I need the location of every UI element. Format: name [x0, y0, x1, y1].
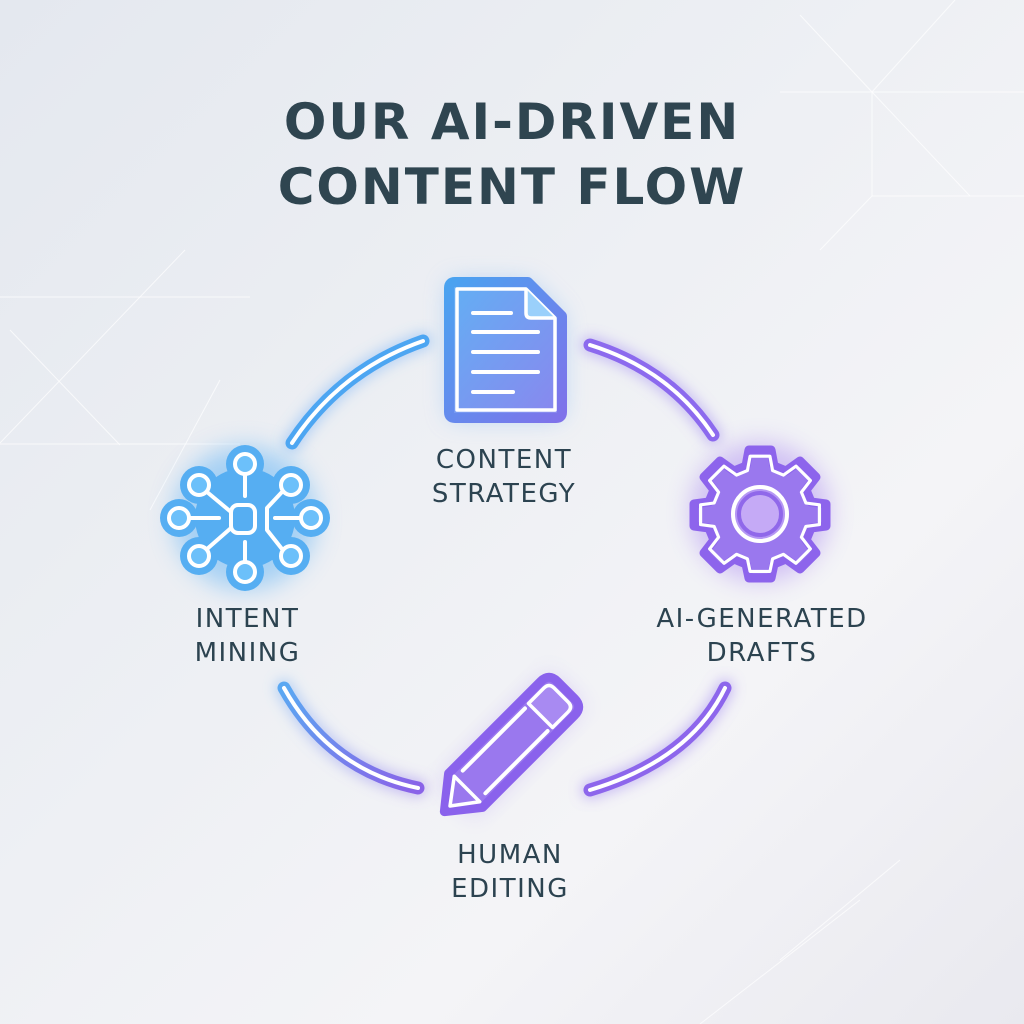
- label-line: INTENT: [195, 604, 300, 634]
- step-content-strategy-label: CONTENT STRATEGY: [404, 443, 604, 511]
- step-intent-mining-label: INTENT MINING: [165, 602, 330, 670]
- title-line-2: CONTENT FLOW: [277, 158, 747, 216]
- page-title: OUR AI-DRIVEN CONTENT FLOW: [0, 90, 1024, 220]
- document-icon: [444, 277, 567, 423]
- label-line: DRAFTS: [706, 638, 818, 668]
- step-human-editing-label: HUMAN EDITING: [420, 838, 600, 906]
- arc-bottom-left: [277, 681, 425, 795]
- label-line: AI-GENERATED: [656, 604, 868, 634]
- network-icon: [160, 445, 330, 591]
- step-ai-generated-drafts-label: AI-GENERATED DRAFTS: [632, 602, 892, 670]
- label-line: HUMAN: [457, 840, 563, 870]
- arc-top-right: [583, 338, 720, 442]
- title-line-1: OUR AI-DRIVEN: [283, 93, 741, 151]
- label-line: MINING: [194, 638, 301, 668]
- label-line: STRATEGY: [431, 479, 577, 509]
- arc-bottom-right: [583, 681, 732, 797]
- gear-icon: [689, 442, 831, 583]
- arc-top-left: [285, 334, 430, 450]
- pencil-icon: [439, 672, 584, 817]
- label-line: CONTENT: [435, 445, 573, 475]
- label-line: EDITING: [451, 874, 569, 904]
